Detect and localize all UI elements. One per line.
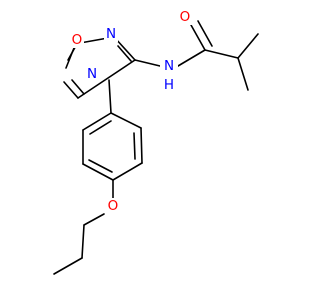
bond-c-o-double-1 [190,24,206,51]
bond-ph-6 [82,112,112,131]
molecule-canvas: O N N N H O O [53,9,259,275]
bond-c-o-double-2 [197,20,213,47]
bond-nleft-c4-inner [71,79,85,95]
bond-c4-aryl [108,79,112,114]
bond-ph-4-inner [88,159,113,173]
bond-ch-methyl-up [237,33,259,59]
bond-ph-3 [112,162,143,181]
bond-ph-4 [82,163,114,181]
bond-ch-methyl-down [237,57,249,91]
bond-ph-1 [110,112,142,129]
ring-oxygen-label: O [72,32,83,48]
bond-c4-c3 [77,59,136,99]
carbonyl-oxygen-label: O [180,9,191,25]
molecule-structure: O N N N H O O [53,9,259,275]
bond-ph-2-inner [133,132,136,160]
bond-ph-6-inner [89,120,112,135]
bond-oether-c1 [83,213,105,226]
atom-labels: O N N N H O O [70,9,193,214]
bond-ntop-c3-inner [117,45,132,62]
bond-c1-c2 [81,224,85,259]
amide-hydrogen-label: H [164,77,174,93]
bond-nleft-c4 [63,81,79,99]
ring-nitrogen-left-label: N [87,66,97,82]
bond-ph-2 [140,127,143,164]
bond-ntop-c3 [114,37,136,61]
ether-oxygen-label: O [108,198,119,214]
ring-nitrogen-top-label: N [106,26,116,42]
bond-ccarbonyl-ch [204,49,239,59]
bond-o-n-top-double [79,37,109,44]
bonds [53,20,259,275]
amide-nitrogen-label: N [164,58,174,74]
bond-oring-nleft [65,47,75,69]
bond-nh-ccarbonyl [177,49,206,67]
bond-c3-nh [134,59,161,67]
bond-c2-c3 [53,257,83,275]
